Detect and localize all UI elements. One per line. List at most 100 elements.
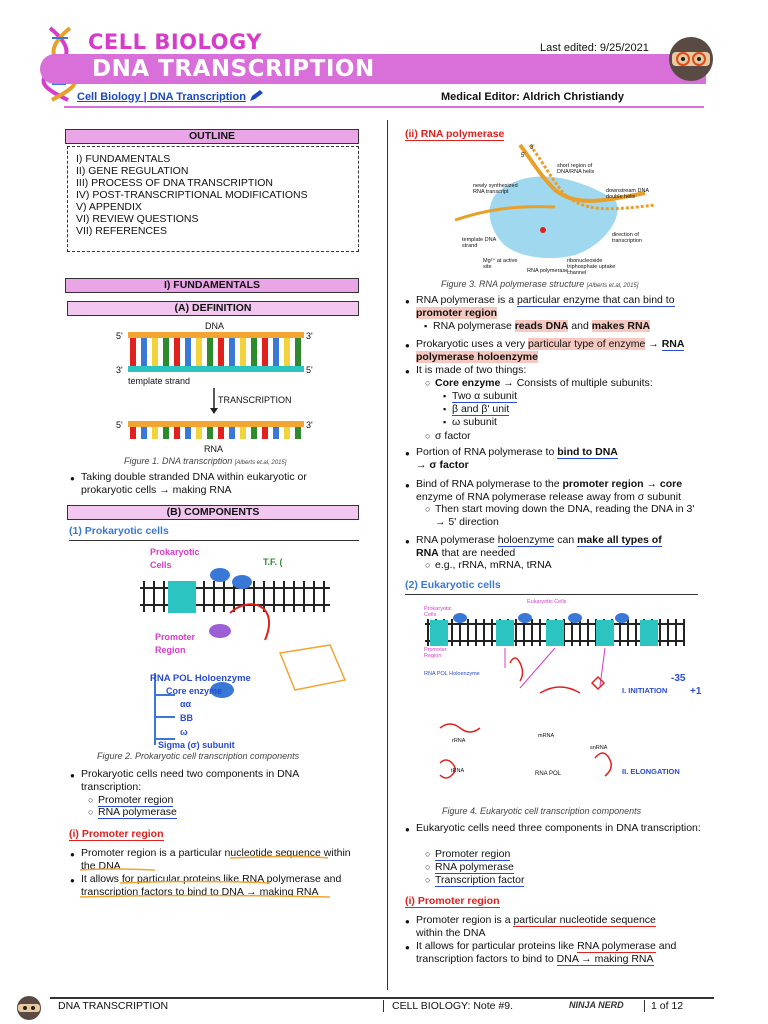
fig1-prime: 5' [116,331,123,341]
base-pair-mark [185,427,191,439]
rnapol-bullet-5-sub: Then start moving down the DNA, reading … [425,503,705,529]
base-pair-mark [262,427,268,439]
base-pair-mark [262,338,268,366]
text: reads DNA [514,320,569,332]
base-pair-mark [207,338,213,366]
base-pair-mark [152,338,158,366]
subunit-item: ω subunit [443,416,497,429]
figure-rna-polymerase-structure [454,143,656,259]
footer-note: CELL BIOLOGY: Note #9. [383,1000,513,1012]
base-pair-mark [163,338,169,366]
text: RNA polymerase [435,861,514,874]
prokaryotic-sub-rnapol: RNA polymerase [88,806,177,819]
base-pair-mark [130,427,136,439]
base-pair-mark [174,338,180,366]
rnapol-bullet-6: RNA polymerase holoenzyme can make all t… [405,534,706,560]
footer-topic: DNA TRANSCRIPTION [58,1000,169,1012]
text: transcription factors to bind to [416,953,557,965]
base-pair-mark [141,338,147,366]
breadcrumb-link[interactable]: Cell Biology | DNA Transcription [77,91,246,103]
rnapol-bullet-4: Portion of RNA polymerase to bind to DNA… [405,446,706,472]
text: → σ factor [416,459,469,471]
fig4-label: RNA POL [535,771,562,777]
promoter-heading-left: (i) Promoter region [69,828,164,841]
text: RNA polymerase [433,320,515,332]
base-pair-mark [185,338,191,366]
text: Core enzyme [435,377,501,389]
fig1-prime: 3' [306,420,313,430]
fig1-template-label: template strand [128,376,191,386]
heading-text: (i) Promoter region [405,895,500,908]
outline-item[interactable]: VII) REFERENCES [76,225,168,237]
fig2-sigma-label: Sigma (σ) subunit [158,740,235,750]
figure-eukaryotic-components [425,613,685,779]
prokaryotic-bullet: Prokaryotic cells need two components in… [70,768,351,794]
fig4-label: II. ELONGATION [622,767,680,776]
base-pair-mark [295,427,301,439]
fig3-label: newly synthesized RNA transcript [473,183,518,195]
text: particular nucleotide sequence [513,914,656,927]
heading-rule [69,540,359,541]
text: It allows for particular proteins like [416,940,578,952]
fig2-tf-label: T.F. ( [263,557,283,567]
base-pair-mark [218,338,224,366]
outline-item[interactable]: I) FUNDAMENTALS [76,153,171,165]
text: particular type of enzyme [528,338,646,350]
outline-box [67,146,359,252]
text: make all types of [577,534,662,547]
base-pair-mark [284,338,290,366]
figure1-caption: Figure 1. DNA transcription [Alberts et.… [124,456,286,466]
base-pair-mark [240,338,246,366]
fig3-label: short region of DNA/RNA helix [557,163,595,175]
rnapol-bullet-2: Prokaryotic uses a very particular type … [405,338,706,364]
text: polymerase holoenzyme [416,351,538,363]
fig2-core-label: Core enzyme [166,686,223,696]
fig3-prime: 5' [521,153,526,159]
rnapol-bullet-3: It is made of two things: [405,364,526,378]
definition-header: (A) DEFINITION [67,301,359,316]
ninja-mascot-icon [669,37,713,81]
caption-text: Figure 3. RNA polymerase structure [441,279,585,289]
base-pair-mark [240,427,246,439]
header-divider [64,106,704,108]
outline-item[interactable]: VI) REVIEW QUESTIONS [76,213,199,225]
fig1-prime: 5' [116,420,123,430]
text: promoter region → core [562,478,683,490]
fig4-label: Prokaryotic Cells [424,606,452,618]
handwritten-underlines [79,855,331,898]
footer-divider [50,997,714,999]
fig4-label: Promoter Region [424,647,447,659]
text: makes RNA [591,320,651,332]
outline-item[interactable]: II) GENE REGULATION [76,165,189,177]
ninja-nerd-logo: NINJA NERD [569,1000,624,1010]
base-pair-mark [207,427,213,439]
fig1-prime: 5' [306,365,313,375]
ninja-footer-icon [17,996,41,1020]
fig3-label: ribonucleoside triphosphate uptake chann… [567,258,616,276]
page-subject: CELL BIOLOGY [88,30,262,54]
fig2-prokaryotic-label: Prokaryotic Cells [150,547,200,570]
outline-item[interactable]: III) PROCESS OF DNA TRANSCRIPTION [76,177,273,189]
eukaryotic-sub: RNA polymerase [425,861,514,874]
title-band [40,54,706,84]
outline-item[interactable]: IV) POST-TRANSCRIPTIONAL MODIFICATIONS [76,189,308,201]
caption-text: Figure 1. DNA transcription [124,456,233,466]
core-enzyme-sub: Core enzyme → Consists of multiple subun… [425,377,653,390]
text: Promoter region is a [416,914,514,926]
caption-citation: [Alberts et.al, 2015] [586,283,639,289]
outline-item[interactable]: V) APPENDIX [76,201,142,213]
text: β and β' unit [452,403,510,416]
section-fundamentals-header: I) FUNDAMENTALS [65,278,359,293]
fig3-label: direction of transcription [612,232,642,244]
last-edited: Last edited: 9/25/2021 [540,42,649,54]
fig2-promoter-label: Promoter Region [155,632,196,655]
text: RNA [416,547,439,559]
text: RNA polymerase [416,534,498,546]
base-pair-mark [130,338,136,366]
text: Portion of RNA polymerase to [416,446,558,458]
column-divider [387,120,388,990]
heading-rule [405,594,698,595]
outline-header: OUTLINE [65,129,359,144]
text: Promoter region [435,848,511,861]
text: that are needed [438,547,516,559]
